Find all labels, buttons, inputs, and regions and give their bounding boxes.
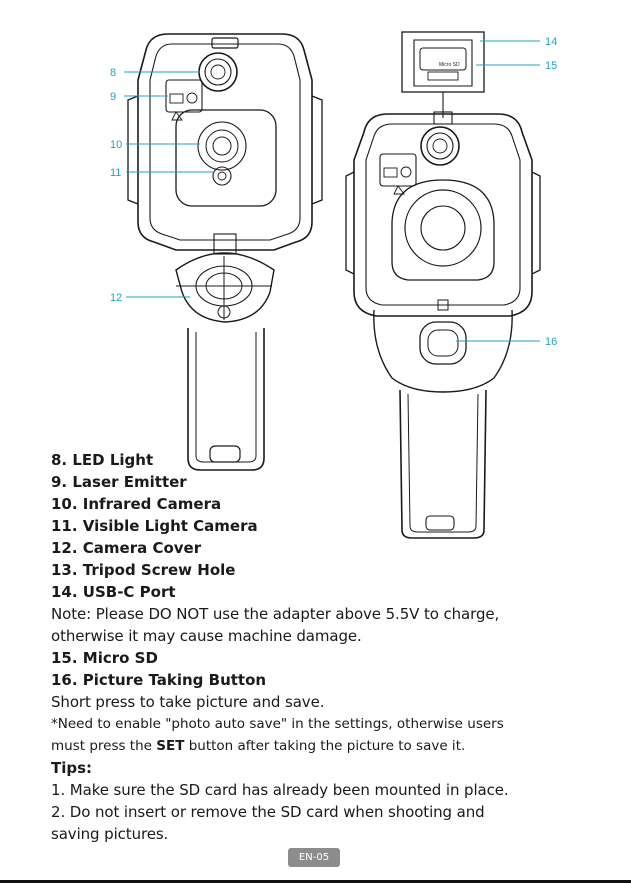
item-picture-taking-button: 16. Picture Taking Button (51, 671, 267, 689)
callout-14: 14 (545, 36, 557, 48)
tip-2-line-1: 2. Do not insert or remove the SD card w… (51, 803, 485, 821)
callout-16: 16 (545, 336, 557, 348)
autosave-note-line-2: must press the SET button after taking t… (51, 735, 621, 757)
usb-c-note-line-2: otherwise it may cause machine damage. (51, 627, 362, 645)
bottom-rule (0, 880, 631, 883)
page-number-badge: EN-05 (288, 848, 340, 867)
callout-8: 8 (110, 67, 116, 79)
autosave-note-line-1: *Need to enable "photo auto save" in the… (51, 716, 504, 732)
callout-11: 11 (110, 167, 121, 179)
usb-c-note-line-1: Note: Please DO NOT use the adapter abov… (51, 605, 500, 623)
micro-sd-label: Micro SD (439, 62, 460, 68)
autosave-text-c: button after taking the picture to save … (184, 738, 466, 754)
tips-heading: Tips: (51, 759, 93, 777)
item-camera-cover: 12. Camera Cover (51, 539, 202, 557)
left-device-drawing (127, 33, 323, 471)
set-button-label: SET (156, 738, 185, 754)
callout-10: 10 (110, 139, 122, 151)
callout-9: 9 (110, 91, 116, 103)
callout-lines (124, 40, 540, 342)
tip-1: 1. Make sure the SD card has already bee… (51, 781, 509, 799)
item-usb-c-port: 14. USB-C Port (51, 583, 176, 601)
tip-2-line-2: saving pictures. (51, 825, 169, 843)
item-led-light: 8. LED Light (51, 451, 154, 469)
parts-description: 8. LED Light 9. Laser Emitter 10. Infrar… (51, 449, 621, 845)
item-micro-sd: 15. Micro SD (51, 649, 158, 667)
item-visible-light-camera: 11. Visible Light Camera (51, 517, 258, 535)
callout-12: 12 (110, 292, 122, 304)
item-tripod-screw-hole: 13. Tripod Screw Hole (51, 561, 236, 579)
item-infrared-camera: 10. Infrared Camera (51, 495, 222, 513)
autosave-text-a: must press the (51, 738, 157, 754)
item-laser-emitter: 9. Laser Emitter (51, 473, 187, 491)
right-device-drawing (345, 31, 541, 539)
picture-button-description: Short press to take picture and save. (51, 693, 325, 711)
callout-15: 15 (545, 60, 557, 72)
